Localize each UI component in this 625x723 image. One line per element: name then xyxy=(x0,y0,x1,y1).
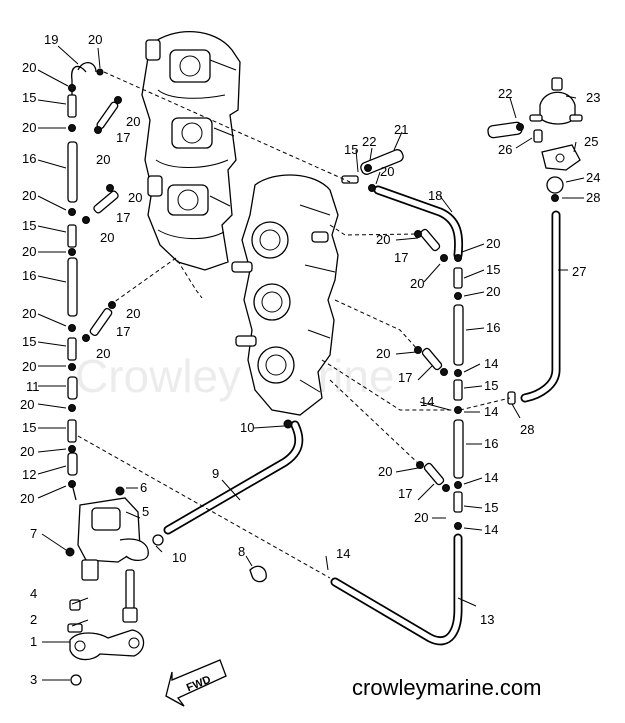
callout-14: 14 xyxy=(484,404,498,419)
carburetor-assembly xyxy=(141,31,241,271)
callout-14: 14 xyxy=(484,470,498,485)
clamp-8 xyxy=(249,565,267,583)
callout-17: 17 xyxy=(116,210,130,225)
callout-20: 20 xyxy=(410,276,424,291)
callout-20: 20 xyxy=(20,491,34,506)
callout-20: 20 xyxy=(22,188,36,203)
callout-20: 20 xyxy=(414,510,428,525)
callout-20: 20 xyxy=(96,152,110,167)
callout-20: 20 xyxy=(376,346,390,361)
callout-20: 20 xyxy=(22,244,36,259)
carburetor-assembly-lower xyxy=(231,174,339,416)
callout-28: 28 xyxy=(520,422,534,437)
callout-14: 14 xyxy=(420,394,434,409)
callout-19: 19 xyxy=(44,32,58,47)
callout-15: 15 xyxy=(22,420,36,435)
callout-20: 20 xyxy=(22,306,36,321)
callout-15: 15 xyxy=(484,500,498,515)
callout-20: 20 xyxy=(96,346,110,361)
callout-20: 20 xyxy=(20,444,34,459)
callout-25: 25 xyxy=(584,134,598,149)
fuel-pump xyxy=(65,486,164,623)
callout-9: 9 xyxy=(212,466,219,481)
callout-20: 20 xyxy=(20,397,34,412)
hose-9 xyxy=(163,419,304,535)
callout-20: 20 xyxy=(126,306,140,321)
callout-24: 24 xyxy=(586,170,600,185)
callout-15: 15 xyxy=(22,90,36,105)
callout-23: 23 xyxy=(586,90,600,105)
callout-14: 14 xyxy=(336,546,350,561)
callout-labels: 19 20 20 15 20 17 20 20 16 20 20 17 15 2… xyxy=(20,32,600,687)
callout-20: 20 xyxy=(100,230,114,245)
watermark: Crowley Marine xyxy=(75,350,395,402)
callout-20: 20 xyxy=(376,232,390,247)
callout-15: 15 xyxy=(344,142,358,157)
callout-1: 1 xyxy=(30,634,37,649)
callout-18: 18 xyxy=(428,188,442,203)
left-joint-tubes xyxy=(82,68,122,342)
callout-16: 16 xyxy=(22,268,36,283)
hose-27 xyxy=(520,210,561,403)
callout-17: 17 xyxy=(116,130,130,145)
callout-16: 16 xyxy=(486,320,500,335)
callout-2: 2 xyxy=(30,612,37,627)
callout-20: 20 xyxy=(88,32,102,47)
callout-21: 21 xyxy=(394,122,408,137)
callout-26: 26 xyxy=(498,142,512,157)
callout-22: 22 xyxy=(362,134,376,149)
callout-15: 15 xyxy=(486,262,500,277)
callout-17: 17 xyxy=(116,324,130,339)
callout-11: 11 xyxy=(26,379,40,394)
callout-20: 20 xyxy=(380,164,394,179)
routing-lines xyxy=(77,71,511,579)
callout-8: 8 xyxy=(238,544,245,559)
hose-13 xyxy=(330,533,463,646)
leader-lines xyxy=(37,45,585,681)
hose-18 xyxy=(373,185,464,260)
callout-4: 4 xyxy=(30,586,37,601)
fuel-pressure-regulator xyxy=(341,77,583,202)
callout-16: 16 xyxy=(22,151,36,166)
callout-15: 15 xyxy=(22,334,36,349)
callout-10: 10 xyxy=(172,550,186,565)
callout-15: 15 xyxy=(22,218,36,233)
callout-5: 5 xyxy=(142,504,149,519)
callout-12: 12 xyxy=(22,467,36,482)
callout-15: 15 xyxy=(484,378,498,393)
fwd-arrow: FWD xyxy=(165,659,227,707)
callout-3: 3 xyxy=(30,672,37,687)
callout-20: 20 xyxy=(486,236,500,251)
callout-20: 20 xyxy=(126,114,140,129)
callout-17: 17 xyxy=(398,370,412,385)
pump-mount-bracket xyxy=(67,599,145,686)
callout-20: 20 xyxy=(22,60,36,75)
callout-20: 20 xyxy=(486,284,500,299)
callout-10: 10 xyxy=(240,420,254,435)
right-fuel-line-stack xyxy=(414,228,516,530)
callout-22: 22 xyxy=(498,86,512,101)
callout-6: 6 xyxy=(140,480,147,495)
callout-13: 13 xyxy=(480,612,494,627)
callout-20: 20 xyxy=(128,190,142,205)
callout-14: 14 xyxy=(484,522,498,537)
left-fuel-line-stack xyxy=(67,62,97,501)
callout-28: 28 xyxy=(586,190,600,205)
callout-20: 20 xyxy=(22,359,36,374)
callout-27: 27 xyxy=(572,264,586,279)
callout-7: 7 xyxy=(30,526,37,541)
callout-20: 20 xyxy=(22,120,36,135)
callout-14: 14 xyxy=(484,356,498,371)
callout-20: 20 xyxy=(378,464,392,479)
callout-17: 17 xyxy=(394,250,408,265)
callout-16: 16 xyxy=(484,436,498,451)
callout-17: 17 xyxy=(398,486,412,501)
site-label: crowleymarine.com xyxy=(352,675,542,700)
